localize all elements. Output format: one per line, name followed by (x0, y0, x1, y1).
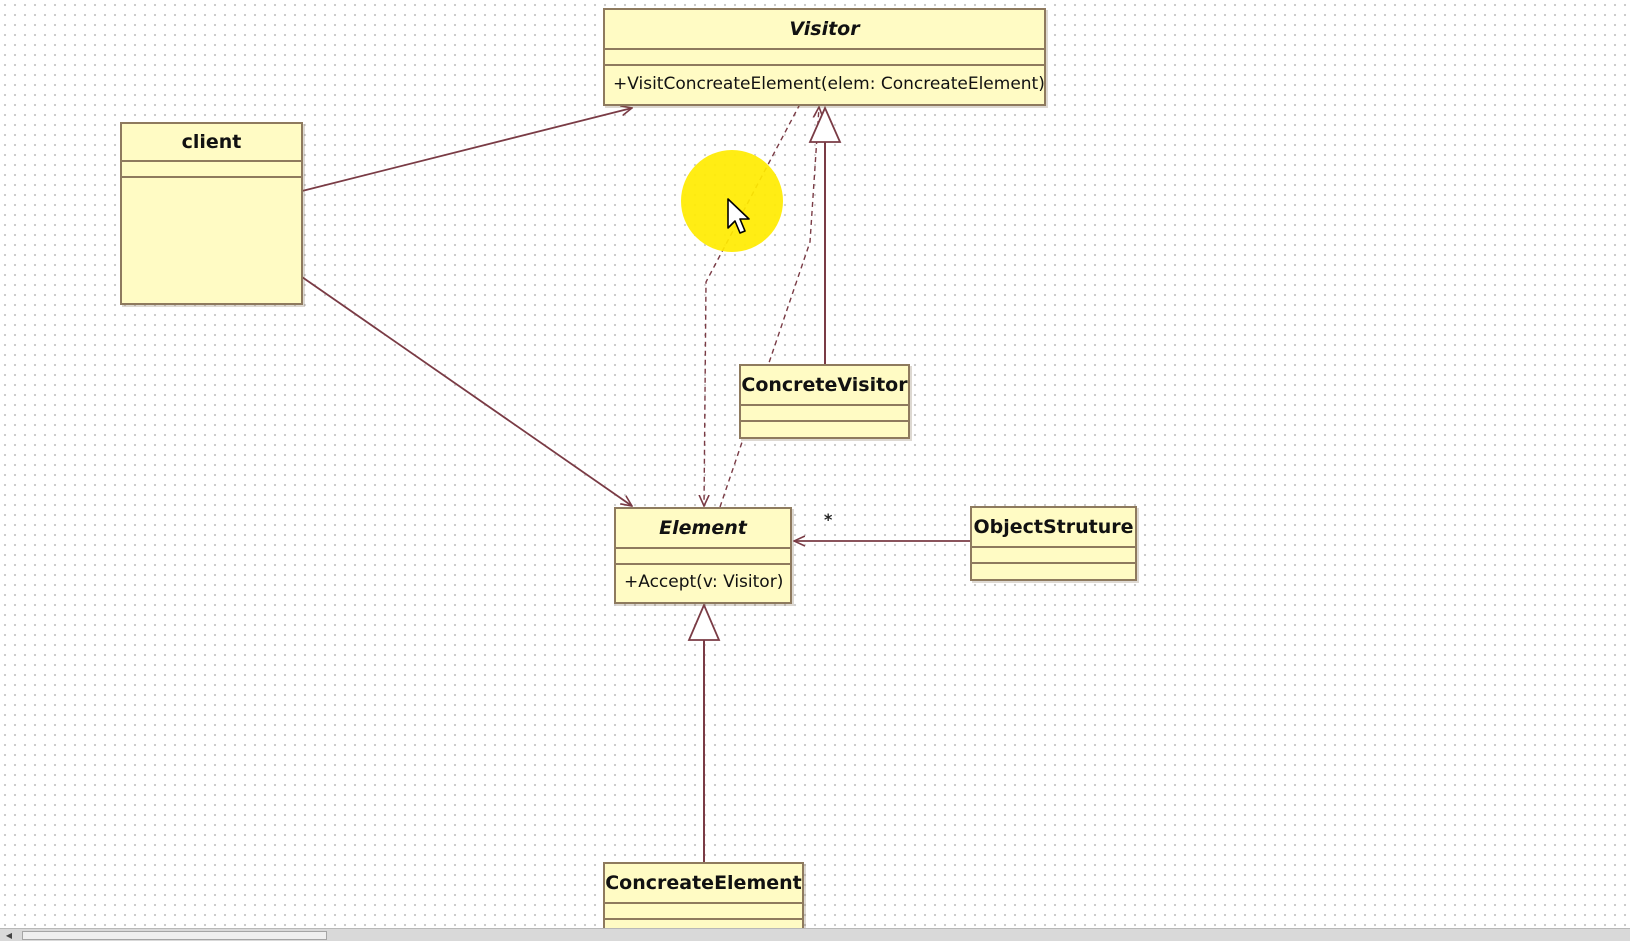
association-client-visitor (301, 108, 632, 192)
class-concreate-element-attributes (605, 904, 802, 920)
class-element-name: Element (616, 509, 790, 549)
class-concrete-visitor[interactable]: ConcreteVisitor (739, 364, 910, 439)
class-concreate-element[interactable]: ConcreateElement (603, 862, 804, 928)
horizontal-scrollbar[interactable]: ◀ (0, 928, 1630, 941)
class-client-attributes (122, 162, 301, 178)
class-client[interactable]: client (120, 122, 303, 305)
class-visitor[interactable]: Visitor +VisitConcreateElement(elem: Con… (603, 8, 1046, 106)
class-visitor-name: Visitor (605, 10, 1044, 50)
mouse-pointer-icon (727, 198, 750, 234)
class-client-operations (122, 178, 301, 303)
class-object-structure[interactable]: ObjectStruture (970, 506, 1137, 581)
class-concreate-element-name: ConcreateElement (605, 864, 802, 904)
association-client-element (301, 276, 632, 506)
class-concrete-visitor-operations (741, 422, 908, 437)
triangle-left-icon[interactable]: ◀ (5, 931, 13, 940)
class-visitor-attributes (605, 50, 1044, 66)
class-object-structure-attributes (972, 548, 1135, 564)
class-element-attributes (616, 549, 790, 565)
class-object-structure-name: ObjectStruture (972, 508, 1135, 548)
class-client-name: client (122, 124, 301, 162)
scrollbar-thumb[interactable] (22, 931, 327, 940)
class-concrete-visitor-name: ConcreteVisitor (741, 366, 908, 406)
multiplicity-label: * (824, 510, 833, 529)
class-visitor-operation: +VisitConcreateElement(elem: ConcreateEl… (613, 74, 1044, 94)
dependency-visitor-element (704, 103, 801, 506)
cursor-highlight (681, 150, 783, 252)
class-object-structure-operations (972, 564, 1135, 579)
class-element[interactable]: Element +Accept(v: Visitor) (614, 507, 792, 604)
class-element-operation: +Accept(v: Visitor) (624, 572, 784, 592)
class-concrete-visitor-attributes (741, 406, 908, 422)
generalization-triangle-visitor (808, 105, 842, 143)
generalization-triangle-element (687, 602, 721, 641)
